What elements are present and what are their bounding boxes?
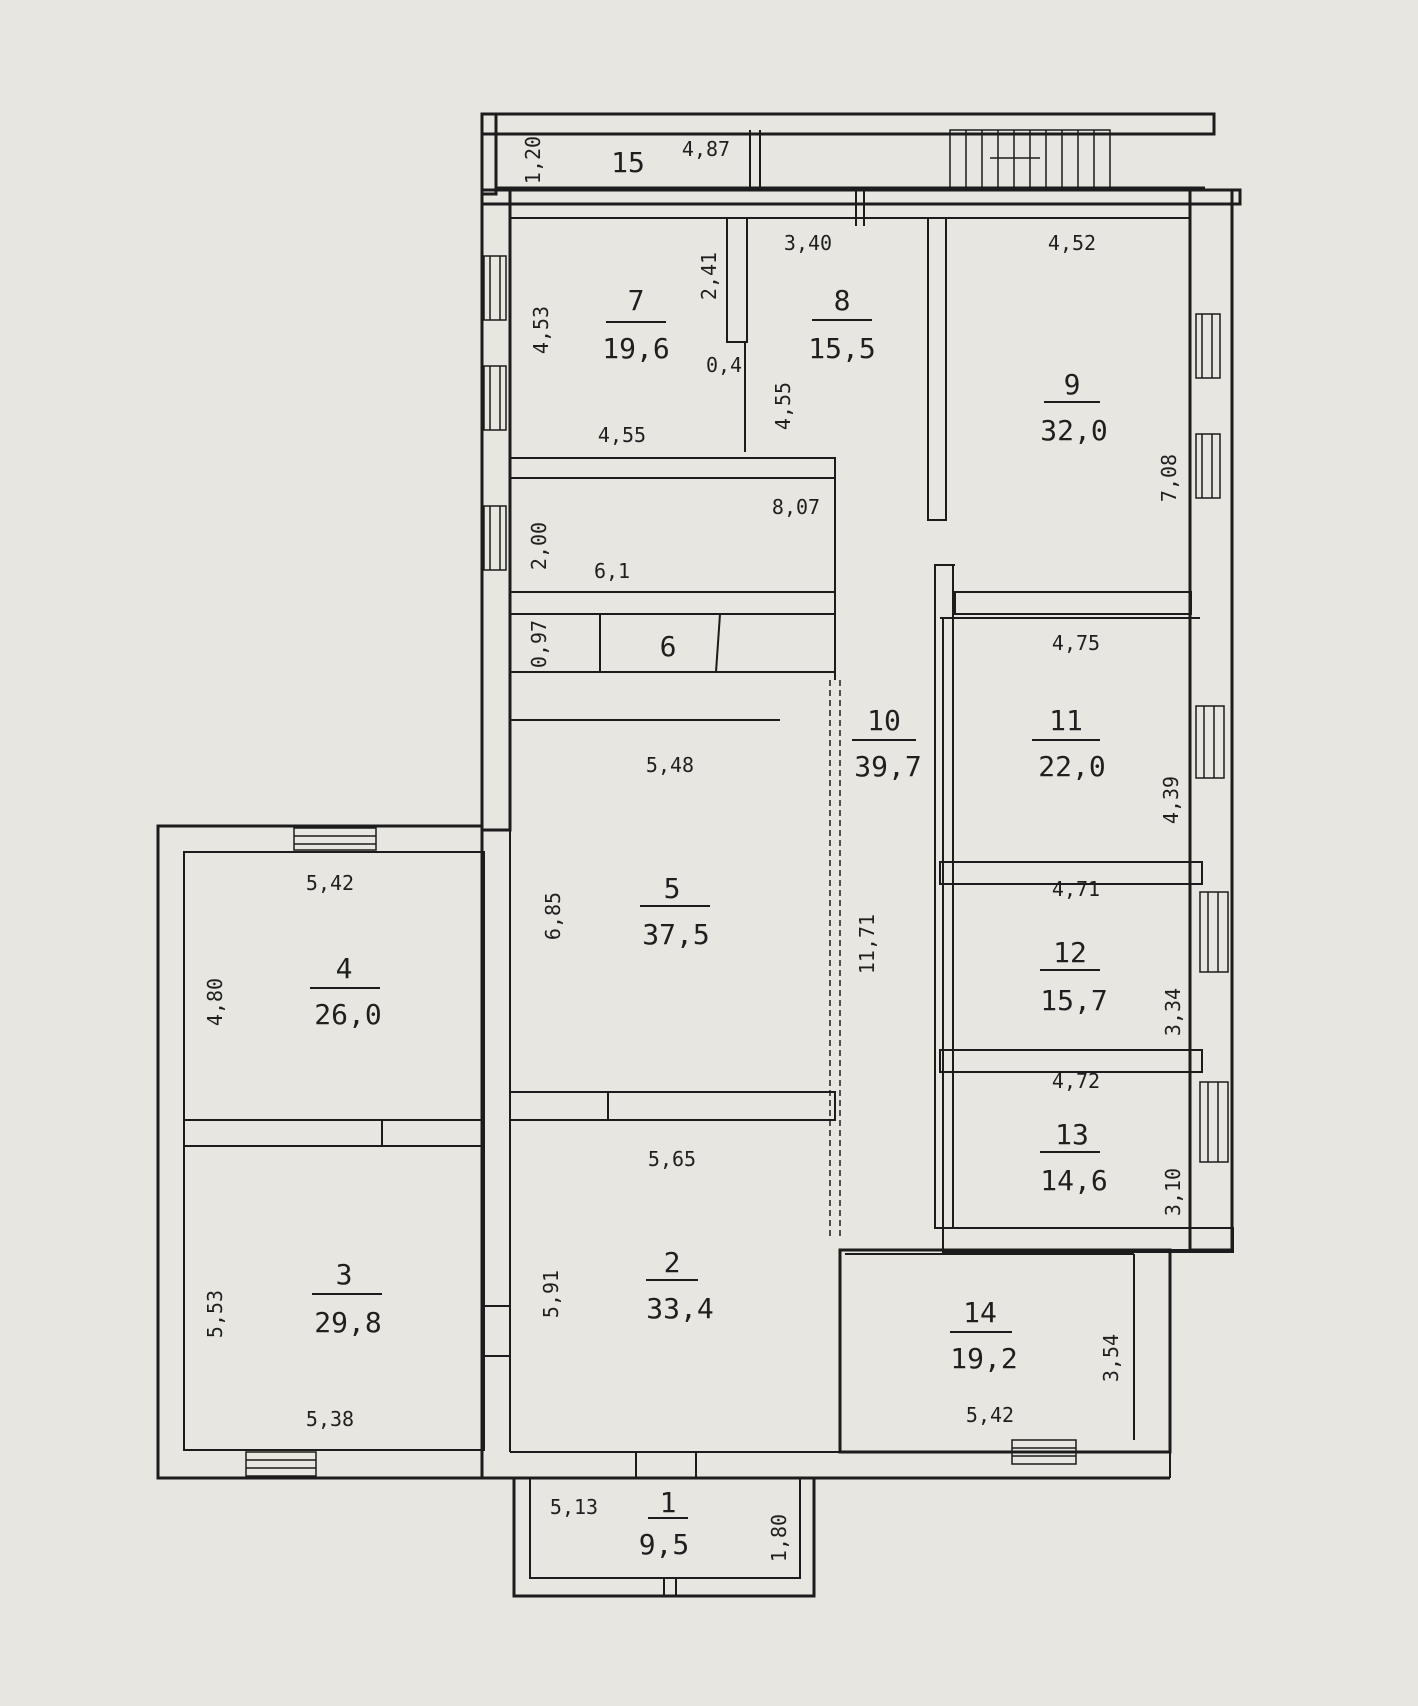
dim-room-4-h: 4,80 [203,978,227,1026]
room-10-area: 39,7 [854,750,921,783]
room-8-number: 8 [834,284,851,317]
dim-stair-block-h: 2,00 [527,522,551,570]
room-4-number: 4 [336,952,353,985]
room-13-area: 14,6 [1040,1164,1107,1197]
dim-room-15-w: 4,87 [682,137,730,161]
room-7-number: 7 [628,284,645,317]
dim-room-8-h: 4,55 [771,382,795,430]
dim-room-12-h: 3,34 [1161,988,1185,1036]
dim-stair-block-w: 8,07 [772,495,820,519]
room-2-area: 33,4 [646,1292,713,1325]
dim-room-1-w: 5,13 [550,1495,598,1519]
room-5-number: 5 [664,872,681,905]
dim-room-2-h: 5,91 [539,1270,563,1318]
room-1-area: 9,5 [639,1528,690,1561]
dim-room-8-w: 3,40 [784,231,832,255]
room-6-number: 6 [660,630,677,663]
dim-room-4-w: 5,42 [306,871,354,895]
room-15-number: 15 [611,146,645,179]
room-10-number: 10 [867,704,901,737]
dim-room-14-h: 3,54 [1099,1334,1123,1382]
windows [245,255,1229,1477]
walls [156,112,1242,1598]
dim-room-7-partition: 2,41 [697,252,721,300]
room-9-area: 32,0 [1040,414,1107,447]
dim-room-11-w: 4,75 [1052,631,1100,655]
room-7-area: 19,6 [602,332,669,365]
room-14-number: 14 [963,1296,997,1329]
dimensions: 5,13 1,80 5,65 5,91 5,53 5,38 5,42 4,80 … [203,136,1185,1562]
stairs [663,129,1111,1596]
room-11-area: 22,0 [1038,750,1105,783]
dim-room-3-h: 5,53 [203,1290,227,1338]
dim-room-12-w: 4,71 [1052,877,1100,901]
dim-room-13-h: 3,10 [1161,1168,1185,1216]
room-11-number: 11 [1049,704,1083,737]
dim-room-2-w: 5,65 [648,1147,696,1171]
room-12-area: 15,7 [1040,984,1107,1017]
room-3-area: 29,8 [314,1306,381,1339]
dim-room-14-w: 5,42 [966,1403,1014,1427]
room-3-number: 3 [336,1258,353,1291]
dim-room-1-h: 1,80 [767,1514,791,1562]
dim-room-9-h: 7,08 [1157,454,1181,502]
dim-room-11-h: 4,39 [1159,776,1183,824]
dim-room-9-w: 4,52 [1048,231,1096,255]
room-1-number: 1 [660,1486,677,1519]
room-12-number: 12 [1053,936,1087,969]
room-4-area: 26,0 [314,998,381,1031]
dim-room-3-w: 5,38 [306,1407,354,1431]
room-8-area: 15,5 [808,332,875,365]
dim-room-7-wall: 0,4 [706,353,742,377]
dim-room-6-h: 0,97 [527,620,551,668]
dim-stair-small: 6,1 [594,559,630,583]
room-labels: 1 9,5 2 33,4 3 29,8 4 26,0 5 37,5 6 7 19… [310,146,1108,1561]
room-13-number: 13 [1055,1118,1089,1151]
dim-room-7-w: 4,55 [598,423,646,447]
dim-room-10-h: 11,71 [855,914,879,974]
dim-room-15-h: 1,20 [521,136,545,184]
dim-room-7-h: 4,53 [529,306,553,354]
dim-room-5-w: 5,48 [646,753,694,777]
room-14-area: 19,2 [950,1342,1017,1375]
dim-room-13-w: 4,72 [1052,1069,1100,1093]
room-5-area: 37,5 [642,918,709,951]
dim-room-5-h: 6,85 [541,892,565,940]
room-9-number: 9 [1064,368,1081,401]
room-2-number: 2 [664,1246,681,1279]
